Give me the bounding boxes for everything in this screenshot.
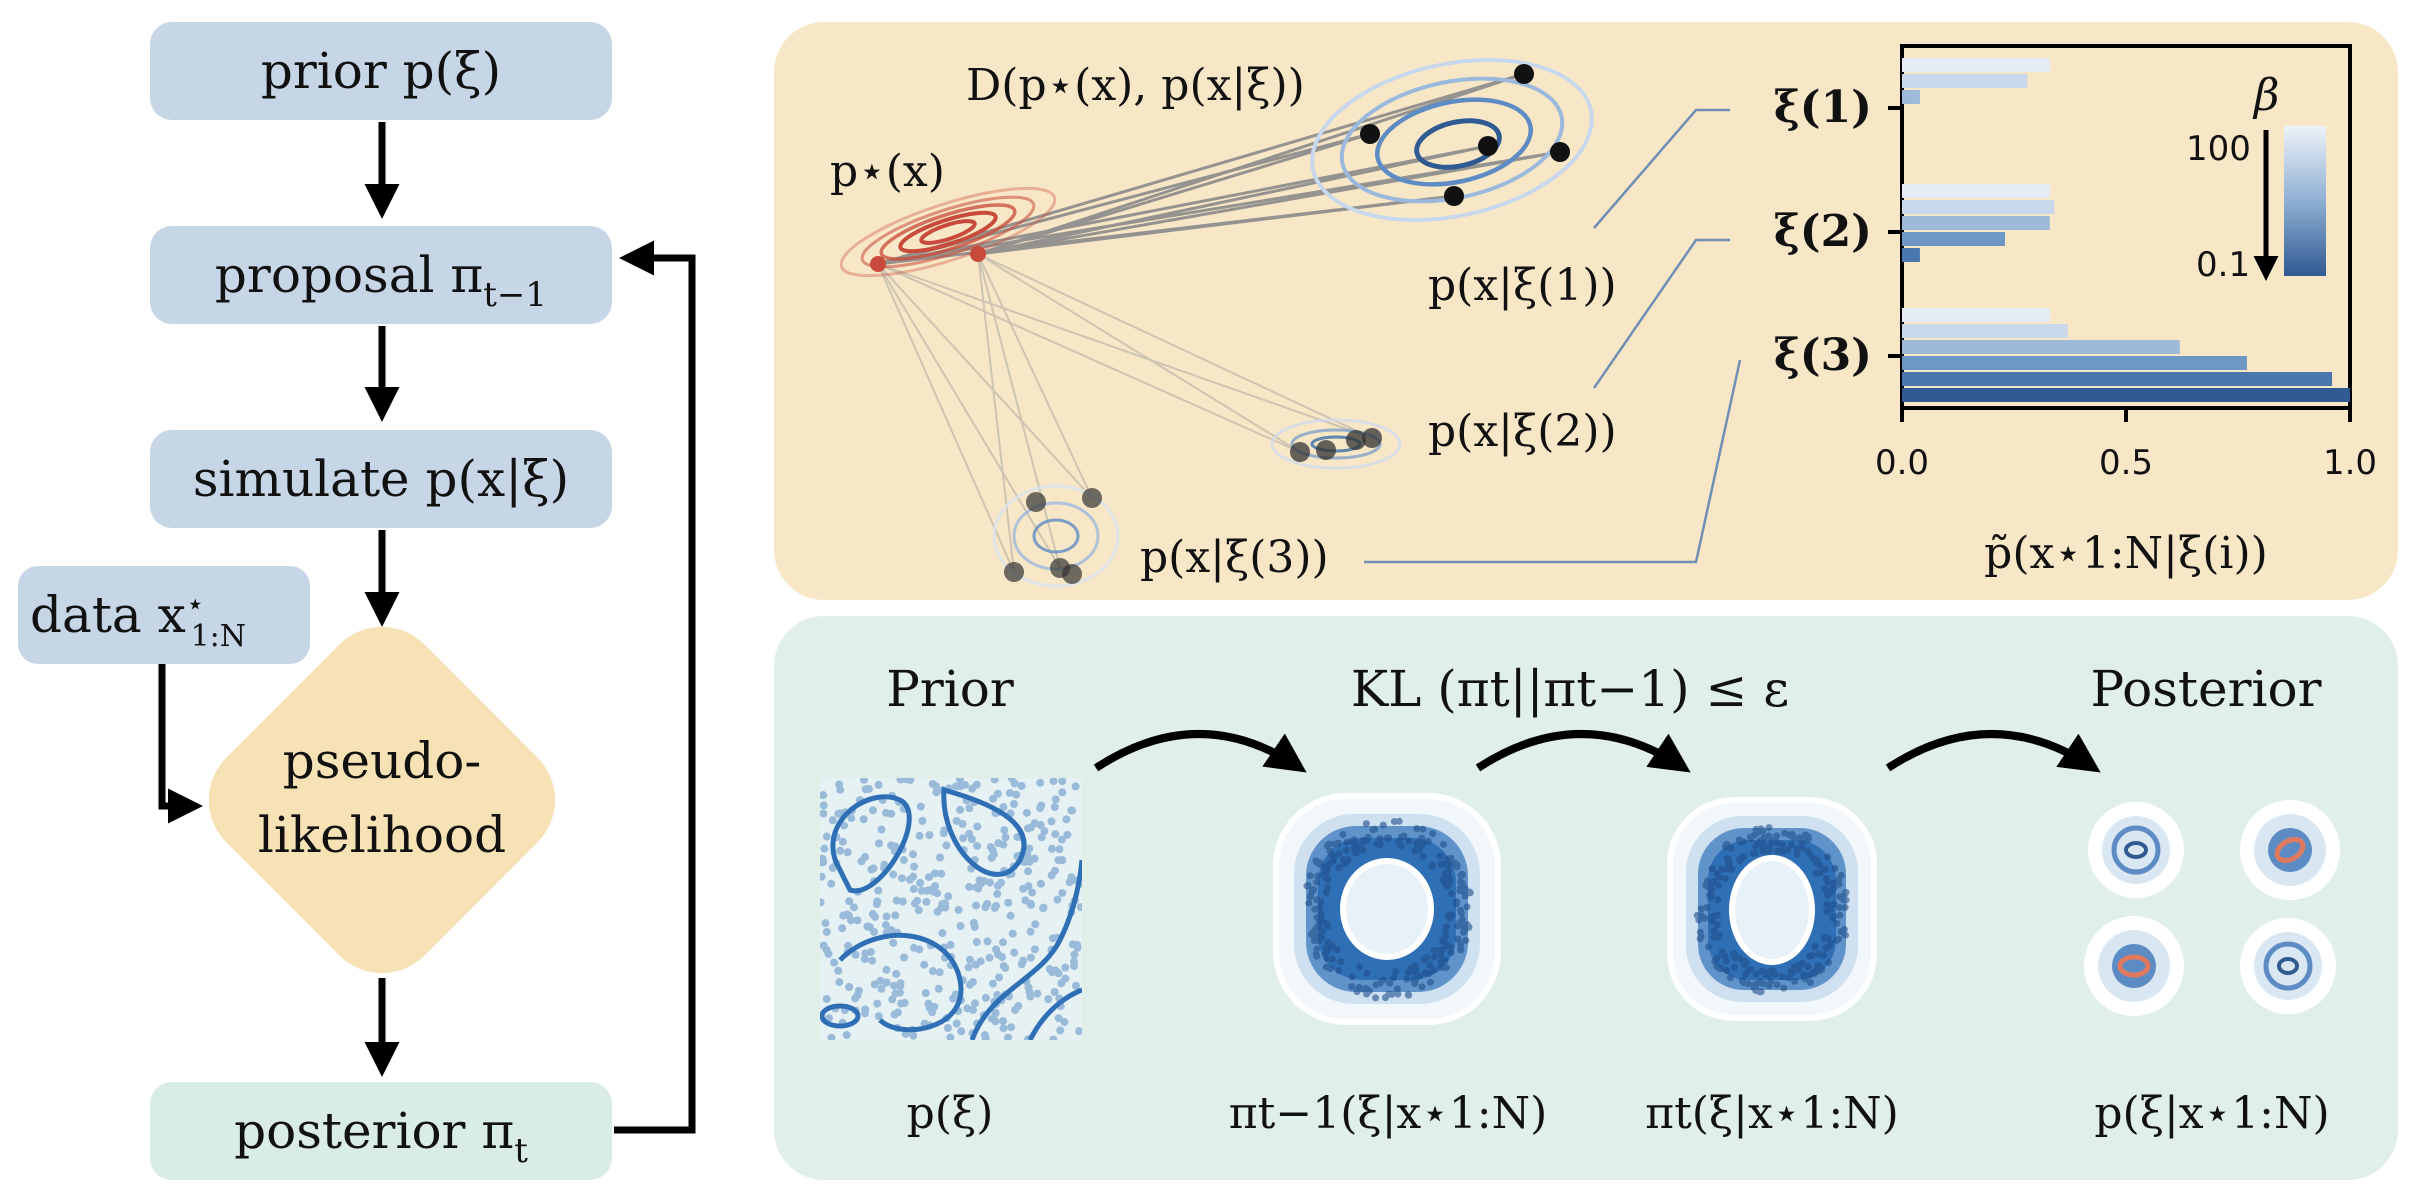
- bar-3-4: [1902, 356, 2247, 370]
- model-2-distribution: [1270, 418, 1402, 470]
- posterior-box: [150, 1082, 612, 1180]
- bottom-panel: Prior KL (πt||πt−1) ≤ ε Posterior: [774, 616, 2398, 1180]
- bar-3-1: [1902, 308, 2050, 322]
- beta-high-label: 100: [2186, 129, 2251, 169]
- x-ticks: 0.0 0.5 1.0: [1875, 408, 2377, 483]
- prior-title: Prior: [886, 660, 1014, 718]
- leader-line-1: [1593, 108, 1730, 229]
- pseudo-likelihood-diamond: [208, 626, 556, 974]
- top-panel: D(p⋆(x), p(x|ξ)) p⋆(x) p(x|ξ(1)) p(x|ξ(2…: [774, 22, 2398, 600]
- bottom-panel-background: [774, 616, 2398, 1180]
- x-tick-label-2: 0.5: [2099, 443, 2153, 483]
- pseudo-label-1: pseudo-: [283, 732, 481, 790]
- beta-low-label: 0.1: [2196, 245, 2250, 285]
- flowchart: prior p(ξ) proposal πt−1 simulate p(x|ξ)…: [18, 22, 696, 1180]
- prior-label: prior p(ξ): [261, 42, 501, 100]
- model-1-label: p(x|ξ(1)): [1428, 260, 1617, 311]
- caption-curr-proposal: πt(ξ|x⋆1:N): [1645, 1088, 1899, 1139]
- posterior-blob-4: [2240, 918, 2336, 1014]
- y-tick-label-2: ξ(2): [1774, 206, 1872, 257]
- curve-arrow-2: [1475, 730, 1691, 773]
- bar-2-2: [1902, 200, 2055, 214]
- bar-2-1: [1902, 184, 2050, 198]
- posterior-blob-2: [2240, 800, 2340, 900]
- distance-lines-2: [877, 253, 1373, 573]
- bar-2-4: [1902, 232, 2006, 246]
- beta-gradient-bar: [2284, 126, 2326, 276]
- bar-1-1: [1902, 58, 2050, 72]
- x-tick-label-1: 0.0: [1875, 443, 1929, 483]
- distance-label: D(p⋆(x), p(x|ξ)): [966, 60, 1305, 111]
- kl-title: KL (πt||πt−1) ≤ ε: [1351, 660, 1789, 718]
- simulate-box: [150, 430, 612, 528]
- curr-proposal-plot: [1667, 797, 1877, 1021]
- arrow-data-pseudo: [158, 662, 203, 824]
- target-label: p⋆(x): [830, 146, 945, 197]
- curve-arrow-1: [1093, 730, 1307, 773]
- posterior-title: Posterior: [2091, 660, 2322, 718]
- data-label: data x⋆1:N: [30, 586, 246, 654]
- posterior-blob-1: [2088, 802, 2184, 898]
- data-box: [18, 566, 310, 664]
- prior-box: [150, 22, 612, 120]
- simulate-label: simulate p(x|ξ): [193, 450, 569, 508]
- y-ticks: ξ(1) ξ(2) ξ(3): [1774, 82, 1902, 381]
- posterior-label: posterior πt: [234, 1102, 528, 1171]
- beta-symbol: β: [2252, 70, 2279, 121]
- chart-xlabel: p̃(x⋆1:N|ξ(i)): [1984, 528, 2268, 579]
- proposal-box: [150, 226, 612, 324]
- leader-line-3: [1364, 359, 1742, 564]
- bar-3-5: [1902, 372, 2333, 386]
- y-tick-label-1: ξ(1): [1774, 82, 1872, 133]
- bar-2-3: [1902, 216, 2050, 230]
- caption-prev-proposal: πt−1(ξ|x⋆1:N): [1229, 1088, 1548, 1139]
- bar-2-5: [1902, 248, 1920, 262]
- model-3-distribution: [992, 484, 1120, 588]
- bar-3-6: [1902, 388, 2350, 402]
- caption-posterior: p(ξ|x⋆1:N): [2094, 1088, 2329, 1139]
- bar-3-3: [1902, 340, 2180, 354]
- pseudo-label-2: likelihood: [258, 806, 506, 864]
- model-3-label: p(x|ξ(3)): [1140, 532, 1329, 583]
- model-2-label: p(x|ξ(2)): [1428, 406, 1617, 457]
- bar-3-2: [1902, 324, 2068, 338]
- top-panel-background: [774, 22, 2398, 600]
- caption-prior: p(ξ): [907, 1088, 994, 1139]
- x-tick-label-3: 1.0: [2323, 443, 2377, 483]
- arrow-posterior-loop: [614, 240, 696, 1134]
- prior-plot: [820, 778, 1082, 1040]
- proposal-label: proposal πt−1: [215, 246, 547, 315]
- leader-line-2: [1592, 238, 1730, 389]
- posterior-plot: [2084, 800, 2340, 1016]
- posterior-blob-3: [2084, 916, 2184, 1016]
- curve-arrow-3: [1885, 730, 2101, 773]
- bar-1-2: [1902, 74, 2028, 88]
- y-tick-label-3: ξ(3): [1774, 330, 1872, 381]
- prev-proposal-plot: [1273, 793, 1501, 1025]
- model-1-distribution: [1310, 58, 1594, 222]
- bars-group: [1902, 58, 2350, 402]
- bar-1-3: [1902, 90, 1920, 104]
- target-distribution: [839, 186, 1057, 278]
